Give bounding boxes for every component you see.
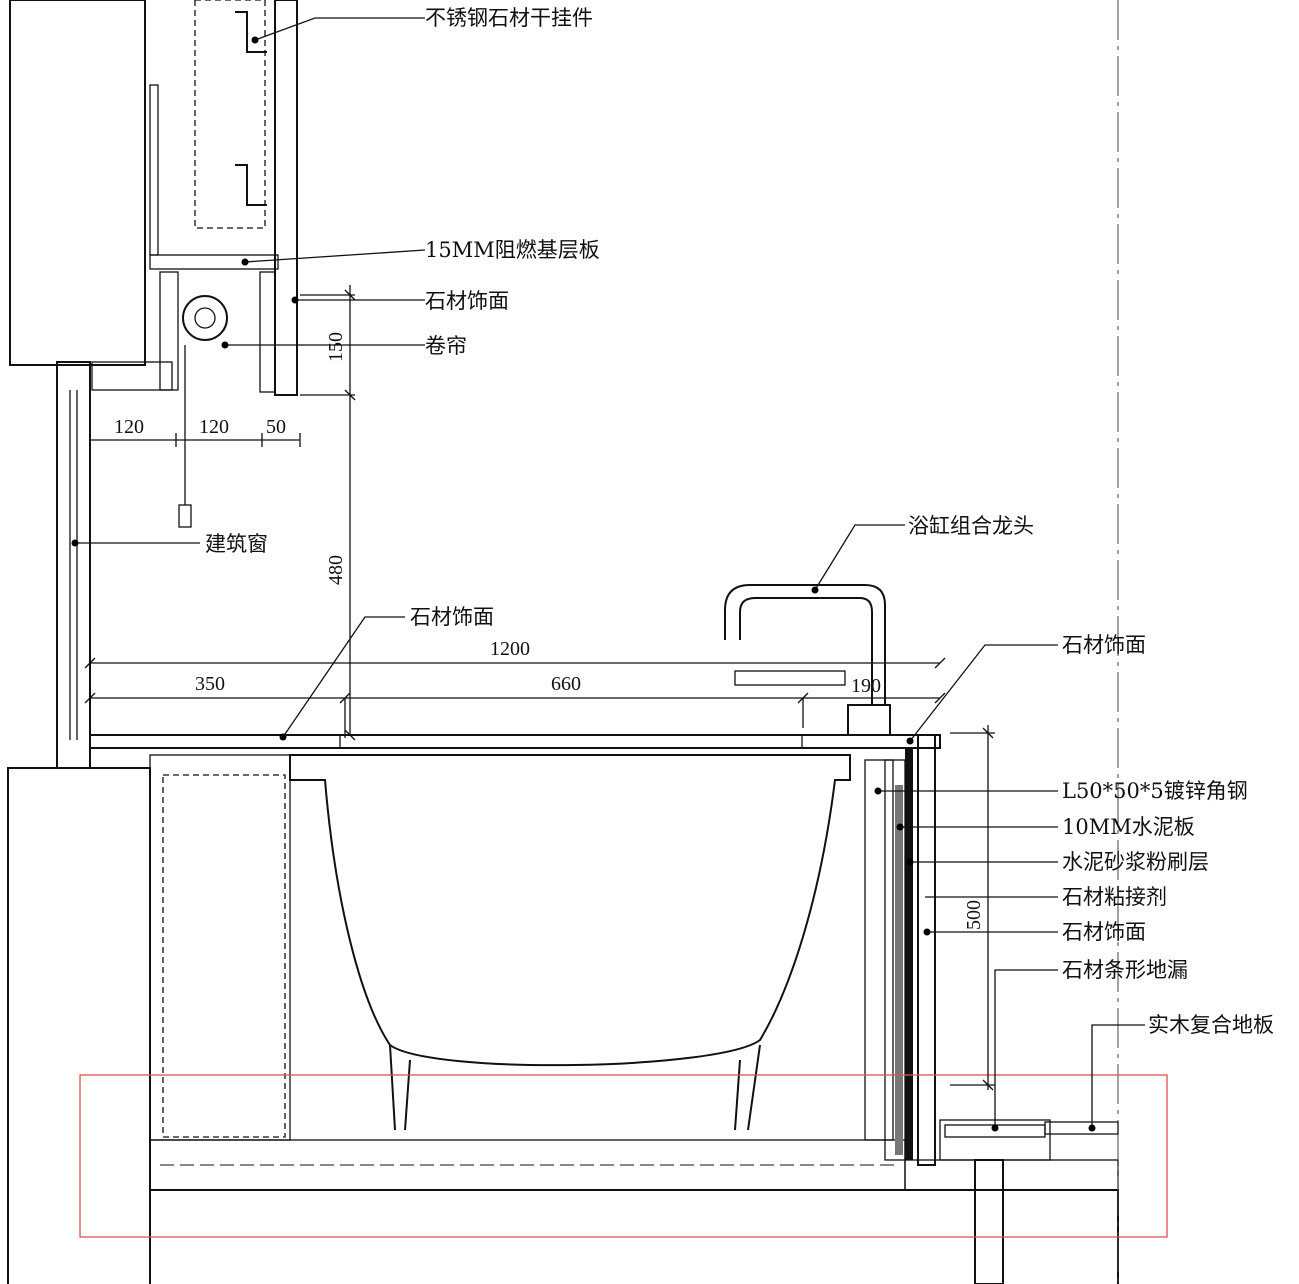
label-stone-dry-hanger: 不锈钢石材干挂件 <box>425 6 593 30</box>
building-window <box>56 361 173 769</box>
dim-350: 350 <box>195 673 225 695</box>
floor-slab <box>149 1139 1119 1284</box>
tub-feet <box>389 1044 761 1131</box>
roller-blind-icon <box>182 295 228 341</box>
label-stone-face-deck: 石材饰面 <box>410 605 494 629</box>
dim-480: 480 <box>325 555 347 585</box>
concrete-wall-upper <box>9 0 146 366</box>
bathtub <box>289 754 851 1067</box>
label-window: 建筑窗 <box>205 532 268 556</box>
label-wood-floor: 实木复合地板 <box>1148 1013 1274 1037</box>
label-stone-face-side: 石材饰面 <box>1062 920 1146 944</box>
dim-150: 150 <box>325 332 347 362</box>
dim-1200: 1200 <box>490 638 530 660</box>
label-fire-board: 15MM阻燃基层板 <box>425 238 600 262</box>
label-stone-face-corner: 石材饰面 <box>1062 633 1146 657</box>
leader-lines <box>71 17 1145 1132</box>
dim-120a: 120 <box>114 416 144 438</box>
highlight-box <box>79 1074 1168 1238</box>
label-stone-face-ceiling: 石材饰面 <box>425 289 509 313</box>
tub-enclosure <box>89 734 941 1166</box>
label-angle-steel: L50*50*5镀锌角钢 <box>1062 779 1248 803</box>
dim-120b: 120 <box>199 416 229 438</box>
bathtub-faucet <box>724 584 891 736</box>
dimension-lines <box>84 285 995 1091</box>
concrete-wall-lower <box>7 767 151 1284</box>
floor-drain <box>939 1119 1119 1284</box>
dim-500: 500 <box>963 900 985 930</box>
dim-190: 190 <box>851 675 881 697</box>
label-mortar-layer: 水泥砂浆粉刷层 <box>1062 850 1209 874</box>
label-faucet: 浴缸组合龙头 <box>908 514 1034 538</box>
label-stone-adhesive: 石材粘接剂 <box>1062 885 1167 909</box>
label-roller-blind: 卷帘 <box>425 334 467 358</box>
dim-50: 50 <box>266 416 286 438</box>
dim-660: 660 <box>551 673 581 695</box>
ceiling-assembly <box>149 0 298 528</box>
label-cement-board: 10MM水泥板 <box>1062 815 1195 839</box>
label-linear-drain: 石材条形地漏 <box>1062 958 1188 982</box>
